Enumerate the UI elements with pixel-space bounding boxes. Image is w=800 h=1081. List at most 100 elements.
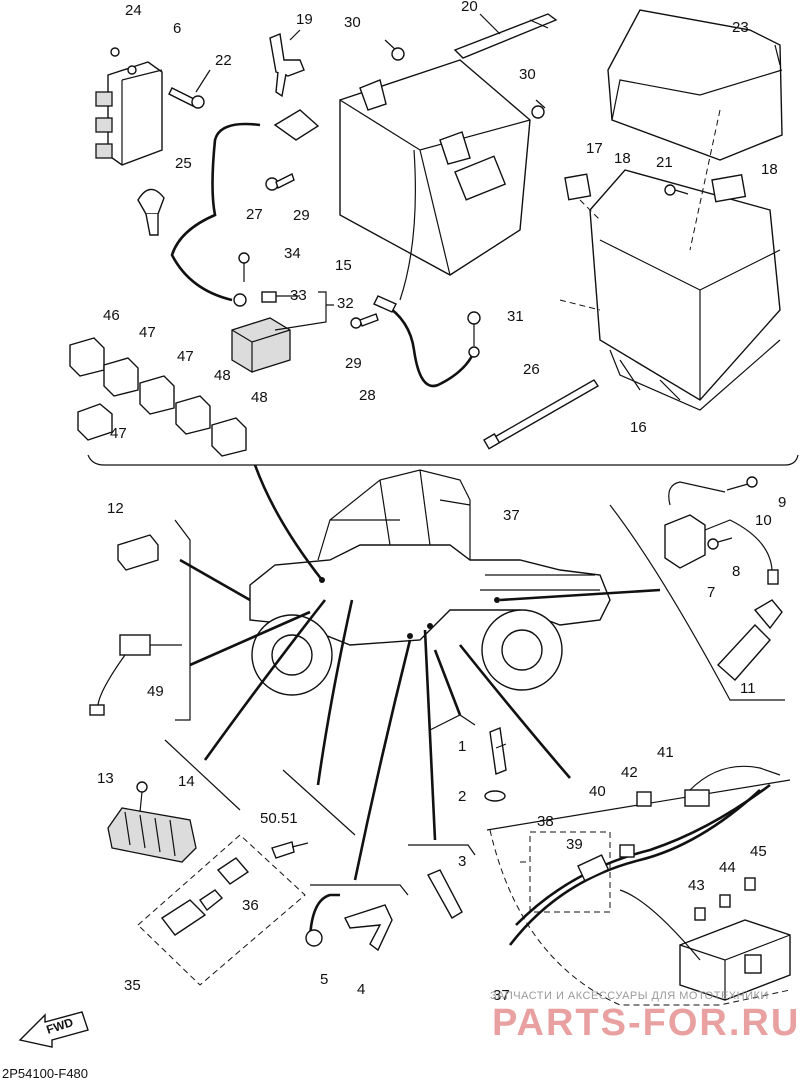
callout-27: 27 xyxy=(246,206,263,223)
callout-25: 25 xyxy=(175,155,192,172)
callout-47: 47 xyxy=(110,425,127,442)
regulator-13 xyxy=(107,807,197,863)
battery-cable-27 xyxy=(170,109,320,307)
callout-44: 44 xyxy=(719,859,736,876)
callout-33: 33 xyxy=(290,287,307,304)
callout-19: 19 xyxy=(296,11,313,28)
clip-25 xyxy=(137,188,165,236)
watermark-logo: PARTS-FOR.RU xyxy=(492,1002,800,1044)
gasket-2 xyxy=(484,790,506,802)
sensor-49 xyxy=(89,634,182,716)
callout-2: 2 xyxy=(458,788,466,805)
callout-43: 43 xyxy=(688,877,705,894)
callout-29: 29 xyxy=(293,207,310,224)
fuse-44 xyxy=(719,894,731,908)
relay-39 xyxy=(549,854,610,896)
callout-41: 41 xyxy=(657,744,674,761)
callout-10: 10 xyxy=(755,512,772,529)
spark-plug-1 xyxy=(489,727,507,775)
callout-37: 37 xyxy=(493,987,510,1004)
battery-cover xyxy=(607,9,783,161)
plug-cap-11 xyxy=(716,599,783,681)
callout-15: 15 xyxy=(335,257,352,274)
callout-18: 18 xyxy=(614,150,631,167)
callout-34: 34 xyxy=(284,245,301,262)
coupler-47-b xyxy=(139,375,175,415)
callout-48: 48 xyxy=(251,389,268,406)
key-50-51 xyxy=(271,841,309,859)
bolt-14 xyxy=(136,781,148,813)
bolt-29-lower xyxy=(350,313,379,329)
callout-12: 12 xyxy=(107,500,124,517)
callout-35: 35 xyxy=(124,977,141,994)
callout-1: 1 xyxy=(458,738,466,755)
diagram-code: 2P54100-F480 xyxy=(2,1066,88,1081)
callout-18: 18 xyxy=(761,161,778,178)
vehicle-side-view xyxy=(249,469,611,696)
wire-harness-37 xyxy=(508,765,781,946)
coupler-46 xyxy=(69,337,105,377)
callout-14: 14 xyxy=(178,773,195,790)
callout-38: 38 xyxy=(537,813,554,830)
battery-tray xyxy=(589,169,781,411)
callout-32: 32 xyxy=(337,295,354,312)
callout-13: 13 xyxy=(97,770,114,787)
callout-40: 40 xyxy=(589,783,606,800)
callout-37: 37 xyxy=(503,507,520,524)
fuse-45 xyxy=(744,877,756,891)
bolt-8 xyxy=(707,537,733,550)
pipe-5 xyxy=(305,893,340,947)
sensor-3 xyxy=(427,869,463,919)
callout-8: 8 xyxy=(732,563,740,580)
callout-50-51: 50.51 xyxy=(260,810,298,827)
callout-6: 6 xyxy=(173,20,181,37)
callout-39: 39 xyxy=(566,836,583,853)
callout-30: 30 xyxy=(344,14,361,31)
callout-21: 21 xyxy=(656,154,673,171)
fuse-box xyxy=(679,919,791,1001)
callout-42: 42 xyxy=(621,764,638,781)
cable-tie-26 xyxy=(483,379,599,450)
coupler-48-a xyxy=(175,395,211,435)
band-20 xyxy=(453,13,558,59)
callout-4: 4 xyxy=(357,981,365,998)
callout-20: 20 xyxy=(461,0,478,15)
callout-26: 26 xyxy=(523,361,540,378)
callout-36: 36 xyxy=(242,897,259,914)
fwd-arrow: FWD xyxy=(18,1011,89,1048)
coupler-47-a xyxy=(103,357,139,397)
top-group-bracket xyxy=(87,454,799,466)
battery xyxy=(339,59,531,276)
callout-28: 28 xyxy=(359,387,376,404)
bolt-29-top xyxy=(265,173,295,191)
callout-29: 29 xyxy=(345,355,362,372)
callout-9: 9 xyxy=(778,494,786,511)
switch-12 xyxy=(117,534,159,571)
ecu-unit xyxy=(95,47,163,166)
coupler-47-c xyxy=(77,403,113,441)
callout-48: 48 xyxy=(214,367,231,384)
watermark-tagline: ЗАПЧАСТИ И АКСЕССУАРЫ ДЛЯ МОТОТЕХНИКИ xyxy=(490,990,769,1002)
callout-5: 5 xyxy=(320,971,328,988)
relay-41 xyxy=(684,789,710,807)
callout-47: 47 xyxy=(139,324,156,341)
starter-relay xyxy=(231,291,291,373)
callout-22: 22 xyxy=(215,52,232,69)
horn-4 xyxy=(344,904,393,952)
fuse-43 xyxy=(694,907,706,921)
bolt-34 xyxy=(238,252,250,282)
clamp-19 xyxy=(269,33,305,98)
callout-30: 30 xyxy=(519,66,536,83)
relay-40 xyxy=(619,844,635,858)
callout-3: 3 xyxy=(458,853,466,870)
ignition-coil-7 xyxy=(664,481,779,585)
callout-7: 7 xyxy=(707,584,715,601)
screw-21 xyxy=(664,184,689,196)
callout-45: 45 xyxy=(750,843,767,860)
callout-46: 46 xyxy=(103,307,120,324)
bolt-9 xyxy=(726,476,758,491)
coupler-48-b xyxy=(211,417,247,457)
callout-23: 23 xyxy=(732,19,749,36)
cap-36 xyxy=(216,857,250,885)
